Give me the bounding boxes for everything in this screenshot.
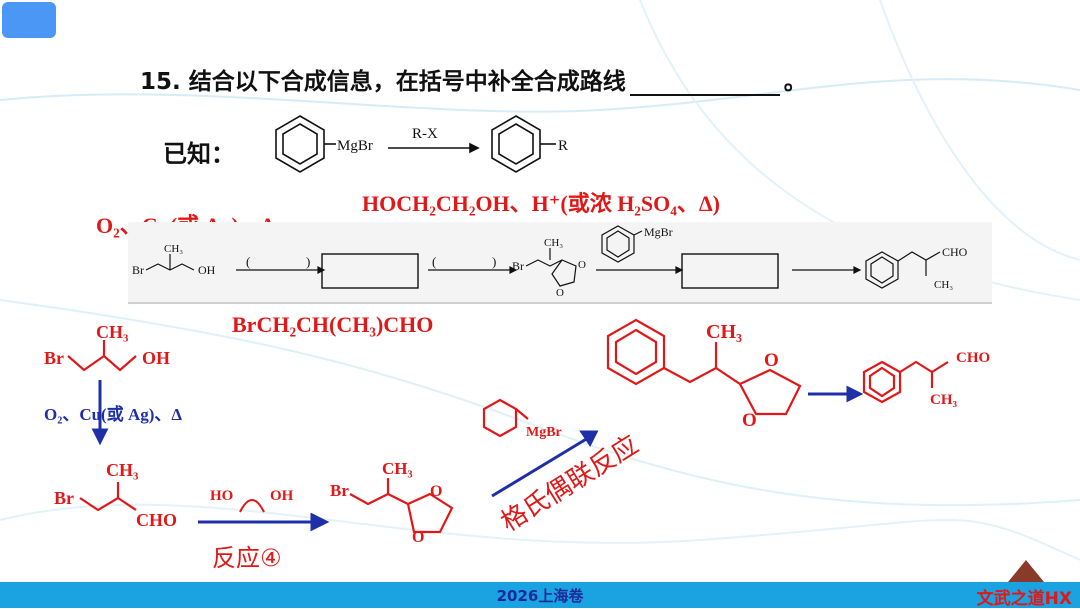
solution-diagram: Br CH₃ OH O₂、Cu(或 Ag)、Δ Br CH₃ CHO HO OH… — [44, 318, 990, 546]
aldehyde-formula-annotation: BrCH₂CH(CH₃)CHO — [232, 312, 434, 337]
known-reaction: MgBr R-X R — [275, 115, 568, 173]
svg-text:O: O — [742, 410, 757, 431]
menu-button[interactable] — [2, 2, 56, 38]
answer-box-2 — [681, 253, 779, 289]
svg-text:(: ( — [246, 254, 250, 269]
svg-text:CH₃: CH₃ — [106, 460, 139, 480]
svg-text:CH₃: CH₃ — [930, 392, 958, 408]
svg-text:CHO: CHO — [136, 510, 177, 530]
svg-text:O: O — [578, 259, 586, 271]
svg-text:O: O — [430, 483, 442, 500]
svg-text:HO: HO — [210, 488, 233, 504]
svg-text:OH: OH — [198, 263, 216, 277]
svg-text:Br: Br — [512, 259, 524, 273]
footer-bar — [0, 582, 1080, 608]
known-label: 已知： — [163, 140, 235, 168]
footer-brand: 文武之道HX — [976, 589, 1072, 609]
nav-up-icon[interactable] — [1008, 560, 1044, 582]
svg-text:CH₃: CH₃ — [706, 321, 742, 343]
svg-text:CH₃: CH₃ — [164, 243, 183, 255]
svg-text:O: O — [412, 529, 424, 546]
answer-blank — [629, 72, 780, 96]
svg-text:CHO: CHO — [942, 245, 968, 259]
svg-text:CH₃: CH₃ — [544, 237, 563, 249]
question-title: 15. 结合以下合成信息，在括号中补全合成路线。 — [140, 69, 807, 96]
grignard-coupling-label: 格氏偶联反应 — [496, 430, 644, 538]
known-mgbr: MgBr — [337, 138, 373, 154]
acetal-reagent-annotation: HOCH₂CH₂OH、H⁺(或浓 H₂SO₄、Δ) — [362, 191, 720, 216]
svg-text:CH₃: CH₃ — [934, 279, 953, 291]
svg-text:(: ( — [432, 254, 436, 269]
svg-text:Br: Br — [54, 488, 74, 508]
svg-text:O: O — [556, 287, 564, 299]
svg-text:CH₃: CH₃ — [96, 322, 129, 342]
answer-box-1 — [321, 253, 419, 289]
reaction4-label: 反应④ — [212, 544, 282, 572]
svg-text:MgBr: MgBr — [644, 225, 673, 239]
svg-text:CH₃: CH₃ — [382, 459, 413, 478]
svg-text:OH: OH — [270, 488, 294, 504]
svg-text:Br: Br — [330, 481, 349, 500]
svg-text:OH: OH — [142, 348, 170, 368]
svg-text:Br: Br — [44, 348, 64, 368]
svg-text:): ) — [306, 254, 310, 269]
benzene-ring — [275, 115, 325, 173]
svg-text:CHO: CHO — [956, 350, 990, 366]
footer-source: 2026上海卷 — [496, 587, 584, 605]
svg-text:O₂、Cu(或 Ag)、Δ: O₂、Cu(或 Ag)、Δ — [44, 404, 182, 424]
svg-text:MgBr: MgBr — [526, 425, 562, 440]
svg-text:): ) — [492, 254, 496, 269]
known-reagent: R-X — [412, 126, 438, 142]
known-r: R — [558, 138, 568, 154]
svg-text:Br: Br — [132, 263, 144, 277]
svg-text:O: O — [764, 350, 779, 371]
synthesis-route: Br CH₃ OH ( ) ( ) Br CH₃ O O MgBr CHO CH… — [128, 222, 992, 304]
